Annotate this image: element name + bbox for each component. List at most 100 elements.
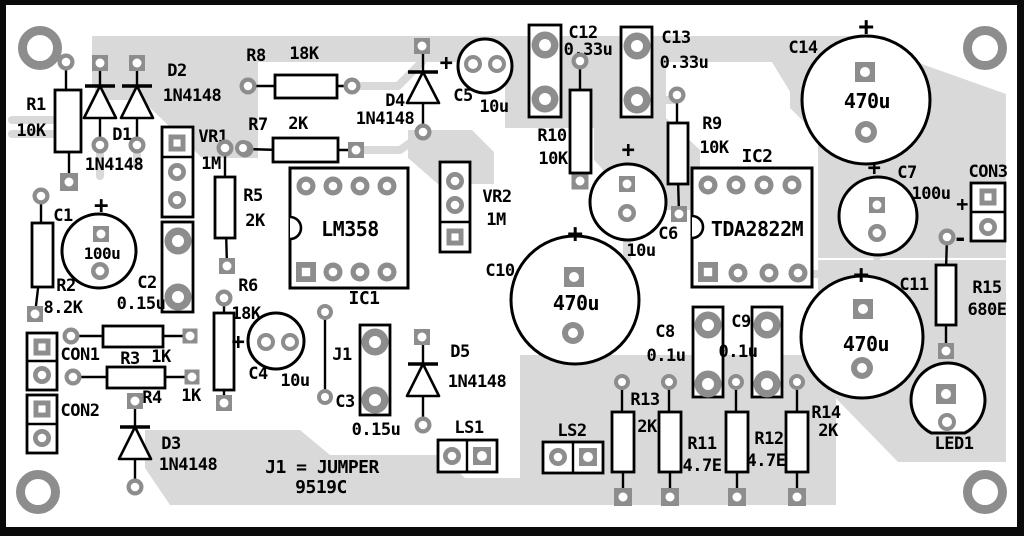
pad-hole xyxy=(702,378,714,390)
label-C8: 0.1u xyxy=(647,346,686,366)
pad-hole xyxy=(539,93,551,105)
pad-hole xyxy=(417,41,427,51)
mounting-holes xyxy=(16,26,1007,514)
mounting-hole xyxy=(963,470,1007,514)
pad-hole xyxy=(38,405,46,413)
pad-hole xyxy=(553,452,563,462)
label-C14: C14 xyxy=(788,38,817,58)
pad-hole xyxy=(132,140,142,150)
pad-hole xyxy=(382,181,392,191)
resistor-body xyxy=(105,365,167,390)
label-R5: R5 xyxy=(243,186,263,206)
pad-hole xyxy=(568,328,578,338)
pad-hole xyxy=(983,222,993,232)
component-LS2: LS2 xyxy=(541,421,605,475)
pad-hole xyxy=(733,268,743,278)
label-R10: 10K xyxy=(538,149,568,169)
label-R7: R7 xyxy=(248,115,267,135)
pad-hole xyxy=(347,81,357,91)
pad-hole xyxy=(95,140,105,150)
label-R6: 18K xyxy=(231,304,261,324)
polarity-plus: + xyxy=(440,51,453,76)
label-C6: 10u xyxy=(626,241,655,261)
label-R1: 10K xyxy=(16,121,46,141)
resistor-body xyxy=(657,410,683,474)
label-R13: R13 xyxy=(630,390,659,410)
label-J1: J1 xyxy=(332,345,352,365)
cap-value: 470u xyxy=(553,291,599,315)
component-R2: R28.2K xyxy=(27,187,84,322)
pad-hole xyxy=(674,209,684,219)
pad-hole xyxy=(30,309,40,319)
label-R11: R11 xyxy=(687,434,716,454)
label-C5: 10u xyxy=(479,97,508,117)
pad-hole xyxy=(382,267,392,277)
component-VIA1 xyxy=(235,140,251,156)
label-C1: C1 xyxy=(53,206,73,226)
label-IC1: IC1 xyxy=(348,288,379,309)
resistor-body xyxy=(101,324,165,349)
capacitor-body xyxy=(800,34,932,166)
capacitor-body xyxy=(60,212,138,290)
pad-hole xyxy=(328,267,338,277)
pad-hole xyxy=(285,337,295,347)
label-D5: 1N4148 xyxy=(448,372,507,392)
pour-region xyxy=(145,430,600,505)
label-D5: D5 xyxy=(450,342,470,362)
pad-hole xyxy=(492,59,502,69)
pad-hole xyxy=(222,261,232,271)
diode-triangle xyxy=(82,84,118,120)
ic-part-number: TDA2822M xyxy=(711,217,804,241)
pad-hole xyxy=(185,331,195,341)
diode-triangle xyxy=(119,84,155,120)
pad-hole xyxy=(942,417,952,427)
capacitor-body xyxy=(837,175,919,257)
pad-hole xyxy=(575,56,585,66)
pad-hole xyxy=(583,452,593,462)
polarity-plus: + xyxy=(567,219,582,249)
component-C3: C3 0.15u xyxy=(335,323,401,440)
capacitor-body xyxy=(246,311,306,371)
component-CON1: CON1 xyxy=(25,331,100,392)
label-C4: C4 xyxy=(248,364,268,384)
pad-hole xyxy=(220,143,230,153)
pad-hole xyxy=(665,378,673,386)
pad-hole xyxy=(301,181,311,191)
pad-hole xyxy=(477,451,487,461)
label-CON2: CON2 xyxy=(61,401,100,421)
pad-hole xyxy=(369,336,381,348)
capacitor-body xyxy=(588,162,668,242)
pad-hole xyxy=(418,420,428,430)
label-R8: R8 xyxy=(246,46,266,66)
polarity-plus: + xyxy=(853,260,868,290)
pad-hole xyxy=(618,492,628,502)
pad-hole xyxy=(261,337,271,347)
resistor-body xyxy=(934,263,958,327)
pad-hole xyxy=(631,94,643,106)
pad-hole xyxy=(860,67,870,77)
label-C10: C10 xyxy=(485,261,514,281)
label-LS2: LS2 xyxy=(557,421,586,441)
pad-hole xyxy=(703,267,713,277)
pad-hole xyxy=(351,145,361,155)
ic-part-number: LM358 xyxy=(321,217,379,241)
label-D1: D1 xyxy=(112,125,132,145)
pad-hole xyxy=(941,346,951,356)
component-J1: J1 xyxy=(317,304,352,405)
label-D2: D2 xyxy=(167,61,186,81)
label-C3: C3 xyxy=(335,392,355,412)
polarity-plus: + xyxy=(868,156,881,181)
pad-hole xyxy=(301,267,311,277)
pad-hole xyxy=(569,272,579,282)
pad-hole xyxy=(539,39,551,51)
label-R15: 680E xyxy=(968,300,1007,320)
pad-hole xyxy=(68,372,78,382)
label-R11: 4.7E xyxy=(683,456,722,476)
pad-hole xyxy=(793,378,801,386)
label-C3: 0.15u xyxy=(352,420,401,440)
